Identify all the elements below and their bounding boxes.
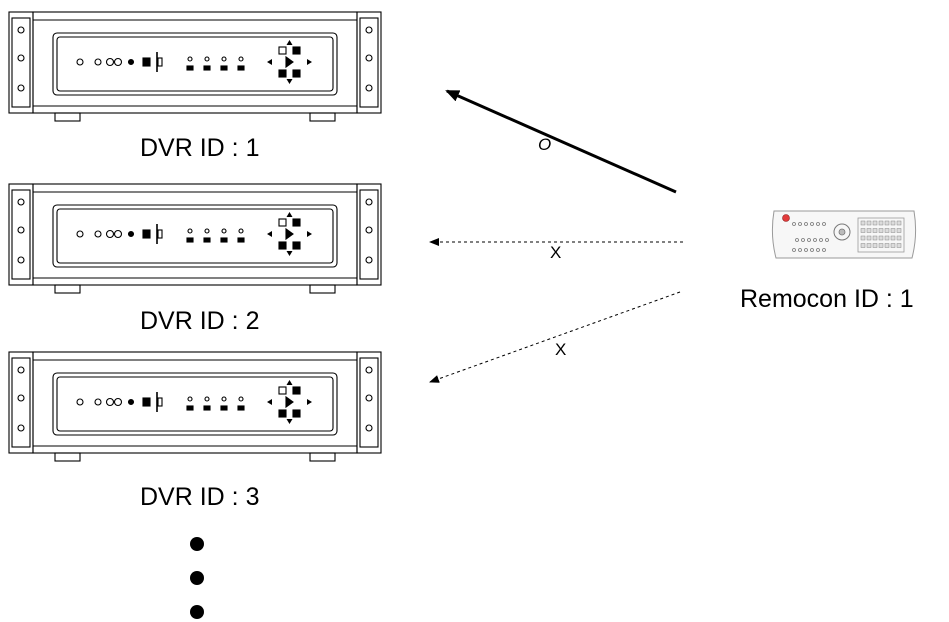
remote-control-icon [771, 210, 917, 259]
dvr-label-3: DVR ID : 3 [140, 483, 260, 511]
dvr-label-1: DVR ID : 1 [140, 134, 260, 162]
signal-mark-3: X [555, 340, 566, 359]
signal-mark-2: X [550, 243, 561, 262]
ellipsis-dot [190, 571, 204, 585]
ellipsis-dot [190, 537, 204, 551]
signal-arrow-3 [429, 291, 681, 383]
remote-label: Remocon ID : 1 [740, 285, 914, 313]
dvr-label-2: DVR ID : 2 [140, 307, 260, 335]
signal-mark-1: O [538, 135, 551, 154]
ellipsis-dot [190, 605, 204, 619]
dvr-unit-2 [8, 183, 382, 294]
signal-arrow-1 [445, 89, 677, 194]
dvr-unit-1 [8, 11, 382, 122]
dvr-unit-3 [8, 351, 382, 462]
